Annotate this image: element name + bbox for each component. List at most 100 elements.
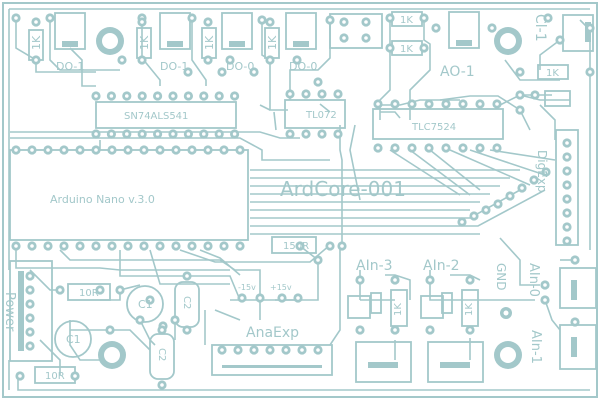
pad-hole — [190, 148, 194, 152]
pad-hole — [140, 58, 144, 62]
pad-hole — [300, 348, 304, 352]
pad-hole — [30, 148, 34, 152]
pad-hole — [532, 178, 536, 182]
pad-hole — [171, 94, 175, 98]
pad-hole — [298, 244, 302, 248]
pad-hole — [472, 214, 476, 218]
pad-hole — [190, 16, 194, 20]
pad-hole — [427, 146, 431, 150]
pad-hole — [174, 244, 178, 248]
pad-hole — [422, 46, 426, 50]
pad-hole — [58, 288, 62, 292]
pad-hole — [336, 92, 340, 96]
pad-hole — [393, 146, 397, 150]
pad-hole — [173, 318, 177, 322]
pad-hole — [94, 148, 98, 152]
labels: 1K 1K 1K 1K 1K 1K 1K DO-1 DO-1 DO-0 DO-0… — [2, 14, 559, 382]
pad-hole — [236, 348, 240, 352]
pad-hole — [217, 132, 221, 136]
pad-hole — [252, 348, 256, 352]
ic-dac-label: TLC7524 — [411, 122, 456, 133]
pad-hole — [328, 18, 332, 22]
pad-hole — [94, 94, 98, 98]
ain1-label: AIn-1 — [528, 330, 543, 364]
pad-hole — [495, 146, 499, 150]
pad-hole — [316, 348, 320, 352]
pad-hole — [185, 274, 189, 278]
pad-hole — [48, 16, 52, 20]
pad-hole — [160, 383, 164, 387]
pad-hole — [140, 94, 144, 98]
pad-hole — [206, 20, 210, 24]
pad-hole — [288, 132, 292, 136]
ic-buffer-label: SN74ALS541 — [124, 111, 188, 122]
pad-hole — [108, 328, 112, 332]
pad-hole — [185, 328, 189, 332]
pad-hole — [376, 102, 380, 106]
pad-hole — [142, 148, 146, 152]
pad-hole — [543, 283, 547, 287]
pad-hole — [410, 102, 414, 106]
vplus-label: +15v — [270, 283, 292, 292]
c1-label-b: C1 — [66, 333, 81, 346]
r-label-7: 1K — [546, 68, 559, 79]
pad-hole — [268, 58, 272, 62]
do0-label-b: DO-0 — [289, 60, 317, 73]
pad-hole — [174, 148, 178, 152]
pad-hole — [565, 169, 569, 173]
pad-hole — [565, 141, 569, 145]
c2-label-a: C2 — [181, 296, 192, 309]
pad-hole — [316, 80, 320, 84]
pad-hole — [288, 92, 292, 96]
pad-hole — [573, 258, 577, 262]
pad-hole — [62, 148, 66, 152]
pad-hole — [496, 202, 500, 206]
pad-hole — [268, 348, 272, 352]
pad-hole — [284, 348, 288, 352]
r10-label-b: 10R — [45, 371, 65, 382]
pad-hole — [336, 132, 340, 136]
c2-label-b: C2 — [156, 348, 167, 361]
pad-hole — [393, 328, 397, 332]
mounting-hole-inner — [500, 347, 516, 363]
pad-hole — [460, 220, 464, 224]
pad-hole — [388, 46, 392, 50]
r-label-3: 1K — [203, 35, 216, 50]
pad-hole — [140, 132, 144, 136]
pad-hole — [364, 20, 368, 24]
pad-hole — [427, 102, 431, 106]
pad-hole — [238, 148, 242, 152]
pad-hole — [468, 328, 472, 332]
board-title: ArdCore-001 — [280, 177, 406, 201]
pad-hole — [222, 148, 226, 152]
cl1-label: Cl-1 — [532, 14, 548, 42]
pad-hole — [202, 132, 206, 136]
pad-hole — [320, 92, 324, 96]
pad-hole — [508, 194, 512, 198]
pad-hole — [393, 278, 397, 282]
c1-label-a: C1 — [138, 298, 153, 311]
pad-hole — [46, 244, 50, 248]
pad-hole — [155, 94, 160, 98]
pad-hole — [444, 146, 448, 150]
pad-hole — [304, 132, 308, 136]
pad-hole — [34, 20, 38, 24]
pad-hole — [232, 94, 237, 98]
vminus-label: -15v — [238, 283, 256, 292]
digexp-label: DigExp — [535, 150, 549, 193]
r-label-2: 1K — [138, 35, 151, 50]
pad-hole — [468, 278, 472, 282]
pad-hole — [410, 146, 414, 150]
pad-hole — [14, 16, 18, 20]
pad-hole — [125, 94, 129, 98]
pad-hole — [30, 244, 34, 248]
pad-hole — [220, 348, 224, 352]
pad-hole — [478, 146, 482, 150]
pad-hole — [340, 244, 344, 248]
pad-hole — [546, 16, 550, 20]
mounting-hole-inner — [102, 33, 118, 49]
pad-hole — [342, 36, 346, 40]
pad-hole — [316, 258, 320, 262]
pad-hole — [518, 93, 522, 97]
pad-hole — [295, 58, 299, 62]
